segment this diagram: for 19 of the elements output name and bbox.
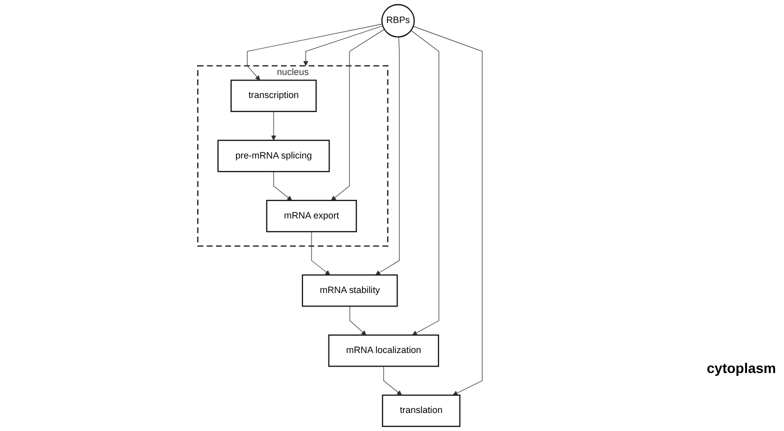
node-box: pre-mRNA splicing [217,140,330,172]
arrow [273,171,292,201]
node-box: translation [382,394,460,427]
region-label: cytoplasm [706,360,776,376]
node-box: mRNA localization [328,334,440,367]
arrow [271,111,276,141]
arrow [303,26,382,66]
node-box: transcription [230,80,317,112]
arrow [412,26,482,396]
arrow [311,231,330,276]
arrow [410,30,440,336]
arrow [246,24,383,80]
arrow [375,36,400,276]
node-box: mRNA export [266,200,357,232]
arrow [350,306,366,336]
node-circle: RBPs [381,4,415,38]
node-box: mRNA stability [302,274,398,307]
arrow [383,366,402,396]
arrow [331,29,385,201]
